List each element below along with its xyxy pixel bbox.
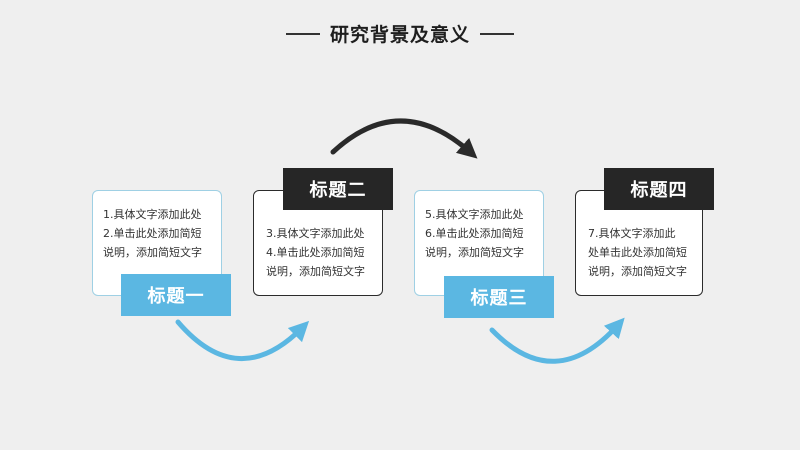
step-1-line-2: 2.单击此处添加简短	[103, 227, 202, 240]
page-title: 研究背景及意义	[329, 24, 470, 46]
step-1-line-1: 1.具体文字添加此处	[103, 208, 202, 221]
step-label-2: 标题二	[283, 168, 393, 210]
arrow-1-to-2	[175, 319, 310, 362]
step-label-1: 标题一	[121, 274, 231, 316]
title-row: 研究背景及意义	[0, 20, 800, 47]
step-3-line-2: 6.单击此处添加简短	[425, 227, 524, 240]
arrow-2-to-3	[330, 118, 478, 159]
arrow-3-to-4	[489, 317, 625, 364]
step-label-4: 标题四	[604, 168, 714, 210]
step-4-line-1: 7.具体文字添加此	[588, 227, 676, 240]
step-3-line-3: 说明，添加简短文字	[425, 246, 524, 259]
step-3-line-1: 5.具体文字添加此处	[425, 208, 524, 221]
step-label-3: 标题三	[444, 276, 554, 318]
step-4-line-3: 说明，添加简短文字	[588, 265, 687, 278]
step-2-line-3: 说明，添加简短文字	[266, 265, 365, 278]
title-line-left	[285, 32, 320, 35]
step-4-line-2: 处单击此处添加简短	[588, 246, 687, 259]
step-1-line-3: 说明，添加简短文字	[103, 246, 202, 259]
step-card-1: 1.具体文字添加此处 2.单击此处添加简短 说明，添加简短文字	[92, 190, 222, 296]
step-2-line-1: 3.具体文字添加此处	[266, 227, 365, 240]
step-2-line-2: 4.单击此处添加简短	[266, 246, 365, 259]
title-line-right	[480, 32, 514, 35]
